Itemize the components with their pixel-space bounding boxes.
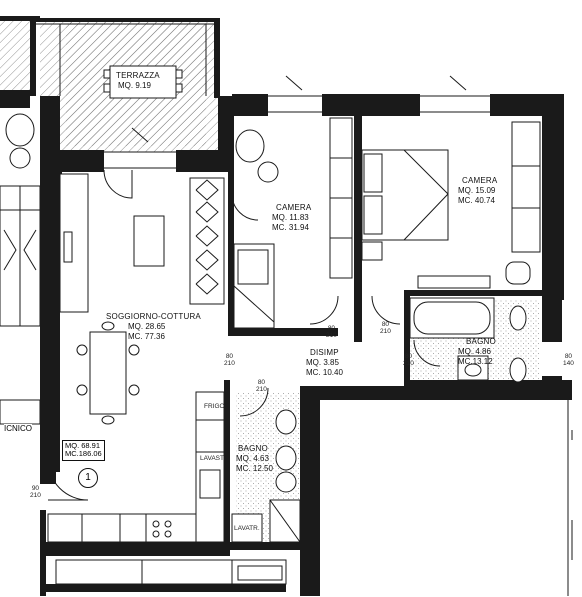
camera2-area: MQ. 15.09 xyxy=(458,186,496,195)
door-tag-bagno1: 80 210 xyxy=(403,353,414,367)
bagno2-label: BAGNO xyxy=(238,444,268,453)
soggiorno-volume: MC. 77.36 xyxy=(128,332,165,341)
door-tag-right: 80 140 xyxy=(563,353,574,367)
corner-room-label: ICNICO xyxy=(4,424,32,433)
soggiorno-label: SOGGIORNO-COTTURA xyxy=(106,312,201,321)
left-chairs xyxy=(5,113,279,183)
camera2-label: CAMERA xyxy=(462,176,498,185)
soggiorno-area: MQ. 28.65 xyxy=(128,322,166,331)
terrazza-area: MQ. 9.19 xyxy=(118,81,151,90)
bagno2-volume: MC. 12.50 xyxy=(236,464,273,473)
left-terrace-floor xyxy=(0,20,30,92)
living-island xyxy=(133,215,165,267)
door-tag-camera1: 80 210 xyxy=(326,325,337,339)
unit-number-badge: 1 xyxy=(78,468,98,488)
door-tag-living: 80 210 xyxy=(224,353,235,367)
left-cabinet xyxy=(0,185,41,327)
doors xyxy=(47,169,441,501)
bottom-balcony xyxy=(55,559,287,585)
dining-table xyxy=(76,321,140,425)
door-tag-entry: 90 210 xyxy=(30,485,41,499)
kitchen-counter xyxy=(47,391,225,543)
unit-total-area: MQ. 68.91 xyxy=(65,441,101,450)
disimp-label: DISIMP xyxy=(310,348,339,357)
unit-total-volume: MC.186.06 xyxy=(65,449,102,459)
wardrobe-cam2 xyxy=(417,121,541,289)
door-tag-camera2: 80 210 xyxy=(380,321,391,335)
lavatr-label: LAVATR. xyxy=(234,525,260,532)
terrace-table xyxy=(103,65,183,99)
walls xyxy=(0,16,572,596)
bed-cam1 xyxy=(233,243,275,329)
lavast-label: LAVAST xyxy=(200,455,224,462)
left-stub xyxy=(0,399,41,425)
unit-totals: MQ. 68.91 MC.186.06 xyxy=(62,440,105,461)
right-edge xyxy=(567,400,573,596)
camera1-volume: MC. 31.94 xyxy=(272,223,309,232)
frigo-label: FRIGO xyxy=(204,403,225,410)
bagno1-area: MQ. 4.86 xyxy=(458,347,491,356)
tv-unit xyxy=(59,173,89,313)
disimp-area: MQ. 3.85 xyxy=(306,358,339,367)
bagno2-fixtures xyxy=(231,409,301,543)
bagno2-area: MQ. 4.63 xyxy=(236,454,269,463)
bed-cam2 xyxy=(361,149,449,261)
bagno1-label: BAGNO xyxy=(466,337,496,346)
terrace-railing xyxy=(36,23,214,96)
disimp-volume: MC. 10.40 xyxy=(306,368,343,377)
door-tag-bagno2: 80 210 xyxy=(256,379,267,393)
bagno1-fixtures xyxy=(409,297,527,383)
bagno1-volume: MC.13.12 xyxy=(458,357,493,366)
wardrobe-cam1 xyxy=(329,117,353,279)
kitchen-cabinet xyxy=(189,177,225,305)
terrazza-label: TERRAZZA xyxy=(116,71,160,80)
camera1-label: CAMERA xyxy=(276,203,312,212)
windows xyxy=(104,75,490,169)
camera2-volume: MC. 40.74 xyxy=(458,196,495,205)
camera1-area: MQ. 11.83 xyxy=(272,213,309,222)
